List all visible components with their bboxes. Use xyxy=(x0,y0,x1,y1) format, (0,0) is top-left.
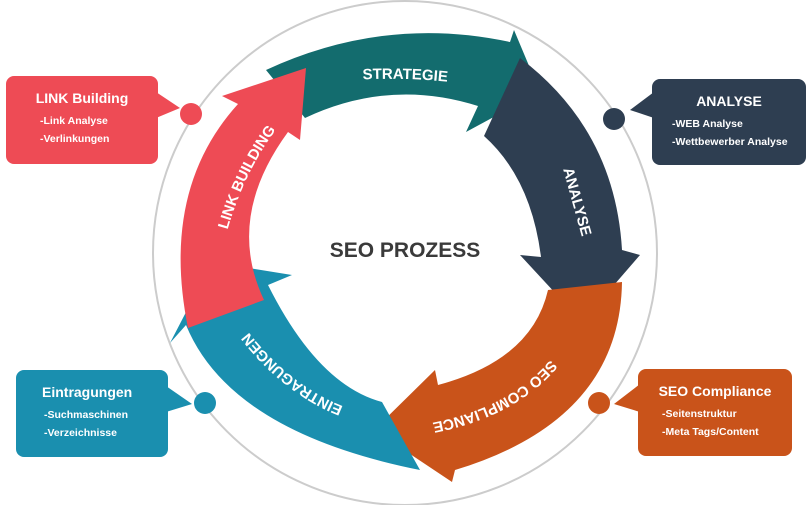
eintragungen-callout: Eintragungen -Suchmaschinen -Verzeichnis… xyxy=(16,370,168,457)
analyse-callout-list: -WEB Analyse -Wettbewerber Analyse xyxy=(672,115,806,151)
eintragungen-arrow xyxy=(170,262,420,470)
list-item: -Link Analyse xyxy=(40,115,108,127)
link-building-callout-title: LINK Building xyxy=(35,90,129,106)
seo-compliance-arrow xyxy=(374,282,622,482)
eintragungen-callout-list: -Suchmaschinen -Verzeichnisse xyxy=(44,406,168,442)
eintragungen-callout-title: Eintragungen xyxy=(42,384,133,400)
strategie-arrow xyxy=(266,30,540,132)
seo-compliance-callout-title: SEO Compliance xyxy=(658,383,772,399)
analyse-connector-dot xyxy=(603,108,625,130)
eintrag-connector-dot xyxy=(194,392,216,414)
list-item: -Seitenstruktur xyxy=(662,408,737,420)
list-item: -WEB Analyse xyxy=(672,118,743,130)
link-connector-dot xyxy=(180,103,202,125)
list-item: -Suchmaschinen xyxy=(44,409,129,421)
link-building-callout: LINK Building -Link Analyse -Verlinkunge… xyxy=(6,76,158,164)
list-item: -Verlinkungen xyxy=(40,133,110,145)
seo-compliance-callout-list: -Seitenstruktur -Meta Tags/Content xyxy=(662,405,792,441)
analyse-arrow xyxy=(484,58,640,322)
seo-callout-tail xyxy=(614,384,640,412)
link-building-callout-list: -Link Analyse -Verlinkungen xyxy=(40,112,158,148)
seo-connector-dot xyxy=(588,392,610,414)
analyse-callout-title: ANALYSE xyxy=(696,93,762,109)
list-item: -Wettbewerber Analyse xyxy=(672,136,788,148)
analyse-callout: ANALYSE -WEB Analyse -Wettbewerber Analy… xyxy=(652,79,806,165)
center-title: SEO PROZESS xyxy=(330,239,481,262)
analyse-callout-tail xyxy=(630,92,654,118)
link-callout-tail xyxy=(156,92,180,118)
link-building-arrow xyxy=(180,68,306,328)
list-item: -Meta Tags/Content xyxy=(662,426,759,438)
list-item: -Verzeichnisse xyxy=(44,427,117,439)
outer-ring xyxy=(152,0,658,505)
eintrag-callout-tail xyxy=(166,386,192,412)
strategie-label: STRATEGIE xyxy=(362,66,448,86)
seo-compliance-callout: SEO Compliance -Seitenstruktur -Meta Tag… xyxy=(638,369,792,456)
